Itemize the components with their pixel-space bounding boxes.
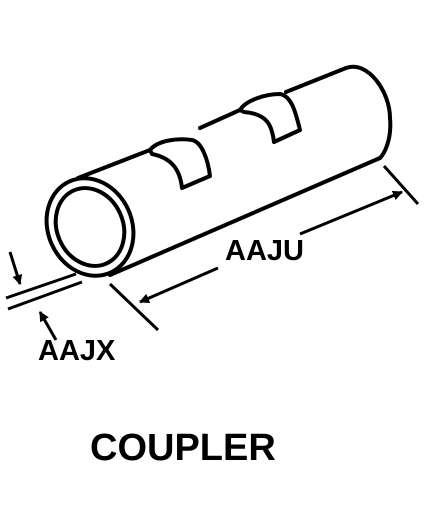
length-arrow-left — [139, 266, 219, 304]
tube-top-edge — [76, 66, 348, 180]
tube-front-outer — [44, 176, 136, 278]
tube-bottom-edge — [108, 156, 382, 277]
diagram-title: COUPLER — [90, 427, 276, 469]
tube-far-end — [344, 64, 393, 160]
length-extension-line-right — [382, 164, 420, 206]
wall-extension-line-outer — [5, 272, 77, 300]
wall-arrow-top — [8, 251, 23, 285]
length-dimension — [108, 164, 420, 332]
wall-thickness-label: AAJX — [38, 335, 116, 367]
tube-front-inner — [53, 186, 127, 268]
length-extension-line-left — [108, 282, 160, 332]
wall-extension-line-inner — [7, 280, 83, 311]
length-label: AAJU — [225, 235, 304, 267]
length-arrow-right — [299, 190, 403, 236]
coupler-tube — [44, 64, 393, 278]
slot-far — [238, 92, 302, 144]
wall-arrow-bottom — [38, 311, 58, 341]
wall-thickness-dimension — [5, 251, 83, 341]
slot-near — [148, 137, 212, 190]
